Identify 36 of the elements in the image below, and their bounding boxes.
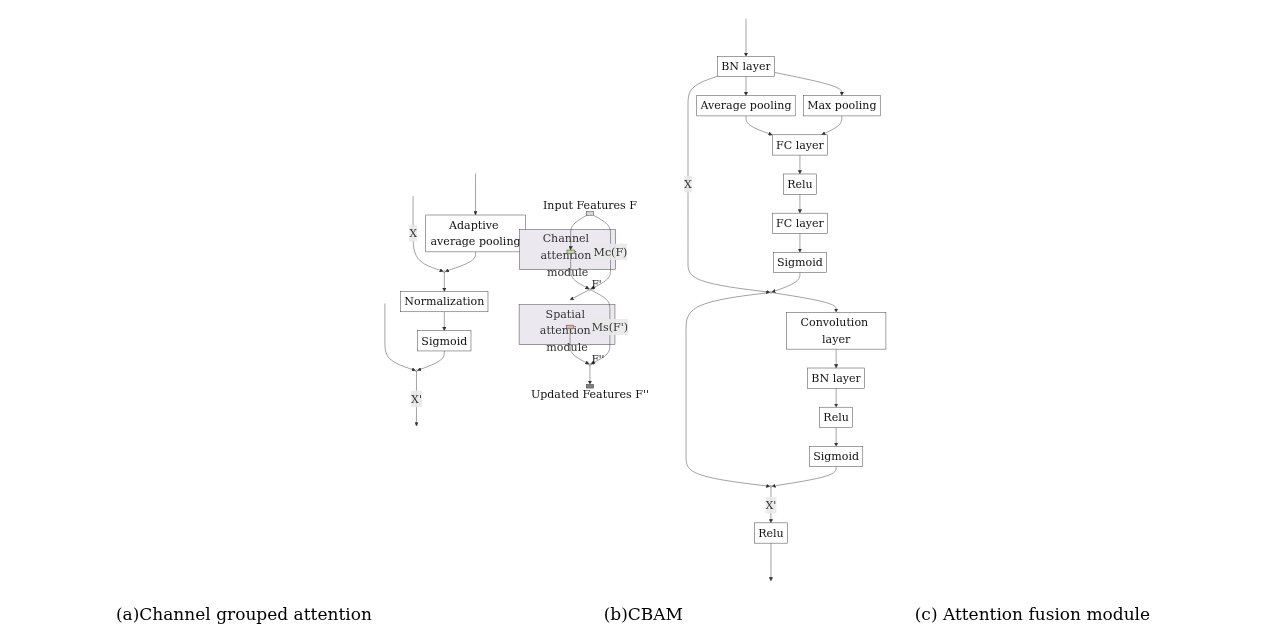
figure-caption: (b)CBAM [603, 604, 683, 624]
node-box: BN layer [807, 367, 865, 389]
node-box: Sigmoid [417, 330, 472, 352]
edge-label: X' [411, 392, 422, 406]
figure-caption: (a)Channel grouped attention [115, 604, 372, 624]
node-box [566, 324, 574, 330]
feature-label: F'' [591, 354, 605, 366]
node-box: Normalization [400, 291, 489, 313]
node-box: BN layer [717, 56, 775, 77]
feature-label: F' [591, 279, 602, 291]
node-box [566, 249, 575, 254]
node-box: FC layer [772, 134, 828, 156]
node-circle [769, 291, 773, 294]
feature-label: Input Features F [542, 198, 637, 212]
node-box: Relu [819, 406, 853, 428]
node-box: Average pooling [696, 95, 796, 117]
node-circle [415, 369, 418, 372]
node-box: Sigmoid [773, 252, 827, 273]
node-circle [769, 485, 773, 488]
edge-label: Ms(F') [591, 320, 629, 334]
feature-label: Updated Features F'' [530, 388, 649, 402]
edge-label: X' [765, 498, 777, 512]
edge-label: X [409, 226, 418, 240]
node-box: Relu [754, 522, 788, 544]
node-box: Convolution layer [786, 312, 887, 350]
node-box: FC layer [772, 212, 828, 234]
node-box: Relu [783, 173, 817, 195]
node-box: Adaptive average pooling [425, 214, 526, 253]
node-box [586, 384, 594, 389]
node-circle [443, 270, 446, 273]
node-box: Max pooling [803, 95, 881, 117]
figure-caption: (c) Attention fusion module [914, 604, 1151, 624]
node-box [586, 211, 594, 216]
edge-label: Mc(F) [593, 245, 628, 259]
node-box: Sigmoid [809, 446, 864, 467]
edge-label: X [684, 177, 692, 191]
